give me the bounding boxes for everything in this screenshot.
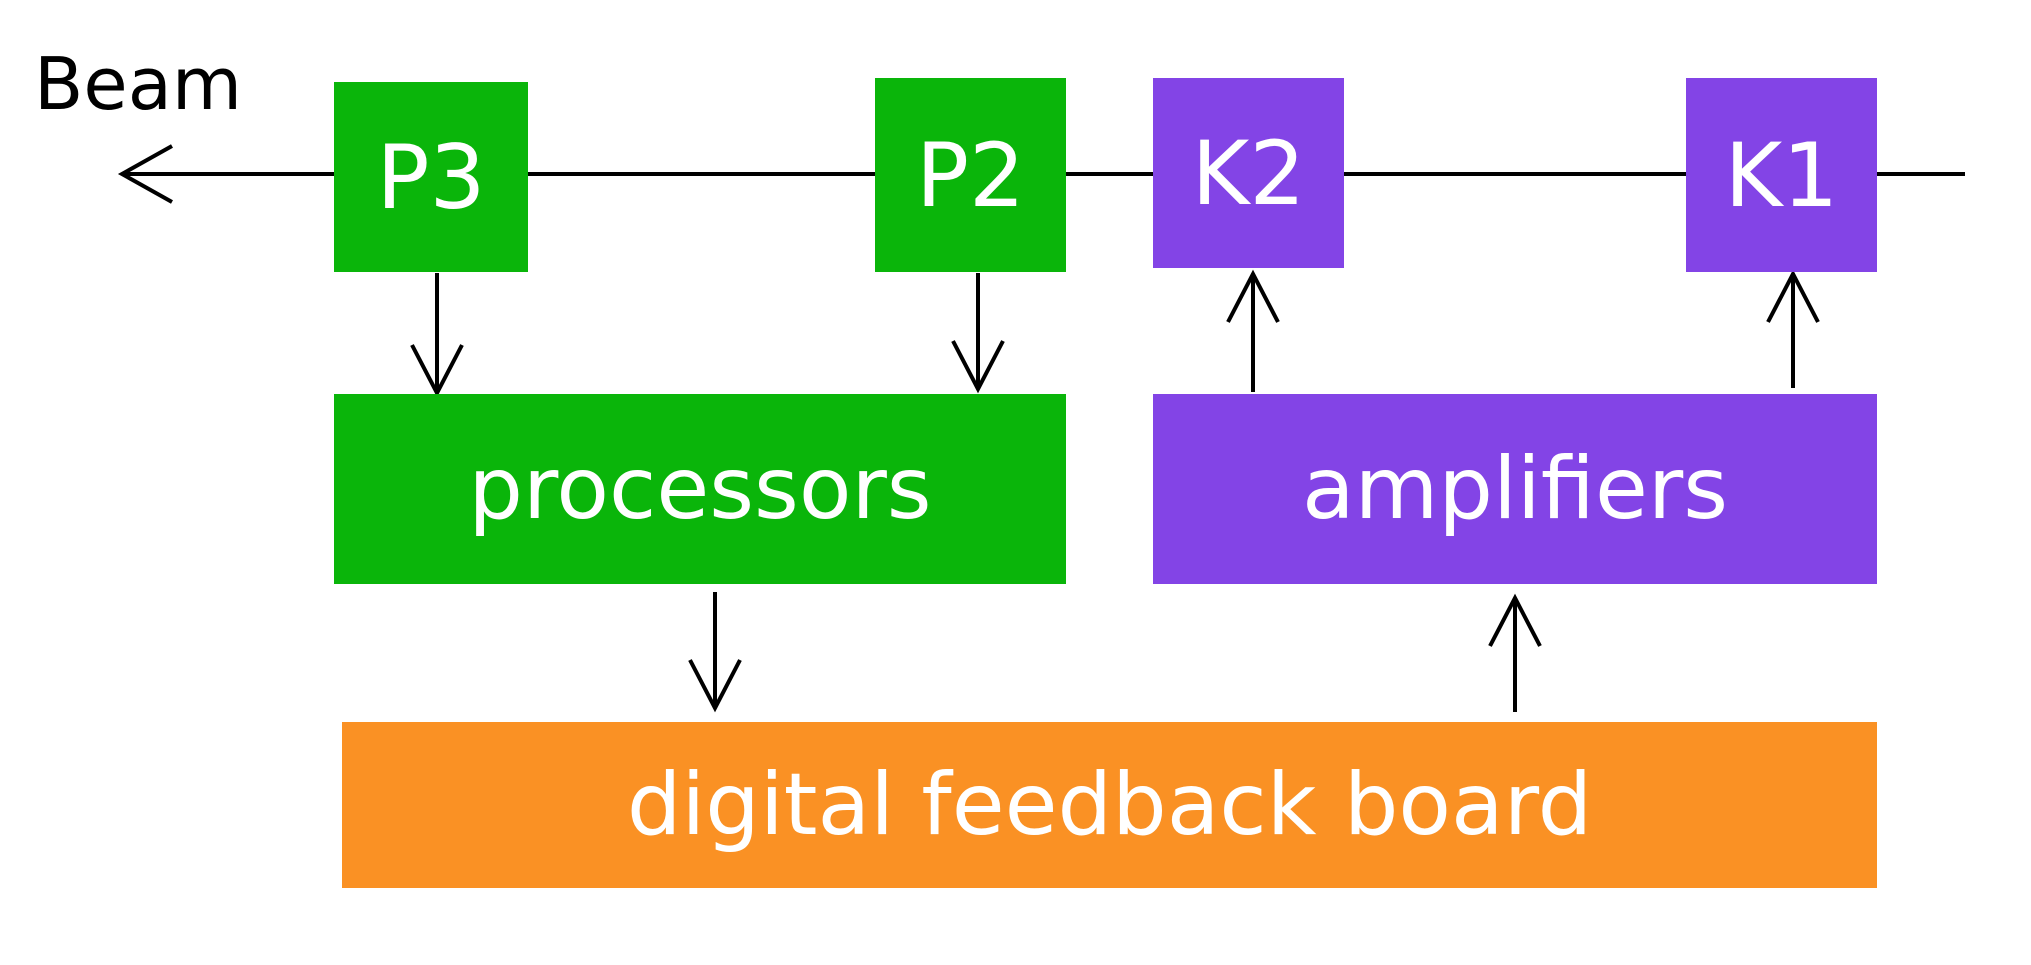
arrow-p2-to-processors-head: [951, 340, 1005, 394]
beam-arrow-icon: [117, 144, 173, 204]
processors-block: processors: [334, 394, 1066, 584]
amplifiers-block: amplifiers: [1153, 394, 1877, 584]
arrow-board-to-amplifiers-head: [1488, 593, 1542, 647]
arrow-p3-to-processors-head: [410, 344, 464, 398]
pickup-p2: P2: [875, 78, 1066, 272]
kicker-k1: K1: [1686, 78, 1877, 272]
arrow-processors-to-board-head: [688, 659, 742, 713]
beam-label: Beam: [34, 42, 242, 126]
arrow-amplifiers-to-k1-head: [1766, 269, 1820, 323]
digital-feedback-board: digital feedback board: [342, 722, 1877, 888]
arrow-amplifiers-to-k2-head: [1226, 269, 1280, 323]
pickup-p3: P3: [334, 82, 528, 272]
kicker-k2: K2: [1153, 78, 1344, 268]
